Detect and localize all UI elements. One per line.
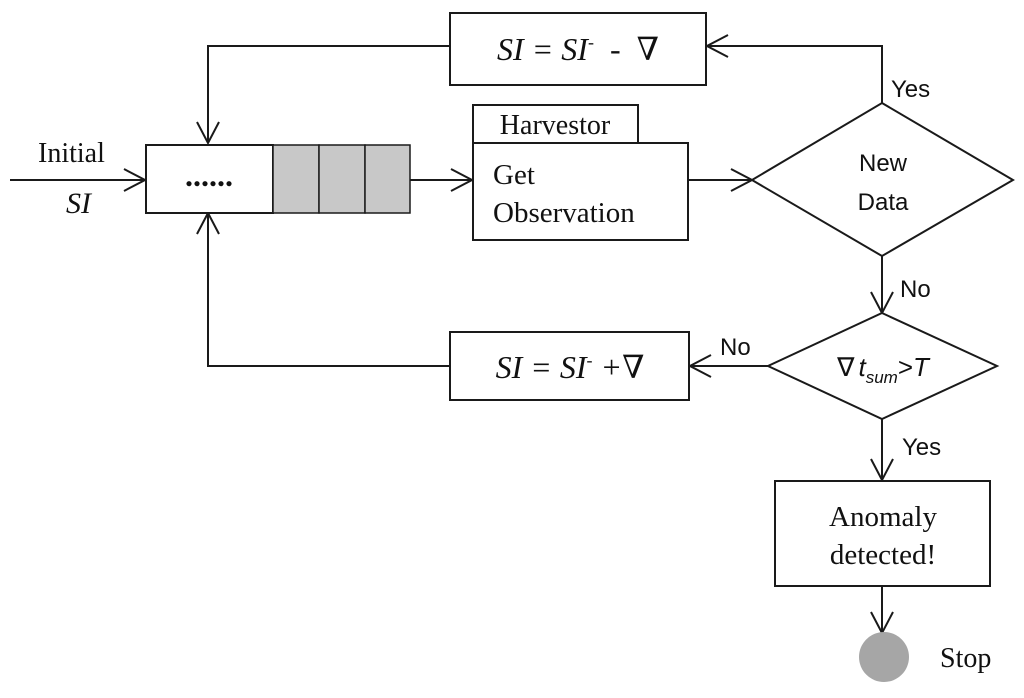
yes-label-bottom: Yes xyxy=(902,434,941,461)
new-data-decision: New Data xyxy=(750,101,1015,258)
si-decrement-block: SI = SI- - ∇ xyxy=(449,12,707,86)
get-observation-line2: Observation xyxy=(493,197,635,229)
queue-slot xyxy=(364,144,411,214)
new-data-line2: Data xyxy=(858,189,909,216)
threshold-condition: ∇tsum>T xyxy=(836,352,931,387)
yes-label-top: Yes xyxy=(891,76,930,103)
queue-slot xyxy=(272,144,320,214)
anomaly-detected-block: Anomaly detected! xyxy=(774,480,991,587)
queue-ellipsis: ...... xyxy=(185,157,233,193)
yes-to-decrement-arrow xyxy=(707,46,883,103)
decrement-to-queue-arrow xyxy=(208,45,450,143)
harvestor-label: Harvestor xyxy=(500,110,611,141)
get-observation-box xyxy=(472,142,689,241)
anomaly-line1: Anomaly xyxy=(829,501,937,533)
initial-label: Initial xyxy=(38,138,105,169)
initial-si-label: SI xyxy=(66,187,93,220)
queue-slot xyxy=(318,144,366,214)
si-decrement-box xyxy=(449,12,707,86)
anomaly-line2: detected! xyxy=(830,539,936,571)
si-increment-block: SI = SI- +∇ xyxy=(449,331,690,401)
new-data-diamond xyxy=(750,101,1015,258)
new-data-line1: New xyxy=(859,150,908,177)
threshold-decision: ∇tsum>T xyxy=(765,311,1000,421)
no-label-mid: No xyxy=(900,276,931,303)
si-queue: ...... xyxy=(145,144,411,214)
harvestor-tab xyxy=(472,104,639,144)
no-label-left: No xyxy=(720,334,751,361)
threshold-diamond xyxy=(765,311,1000,421)
stop-label: Stop xyxy=(940,643,991,674)
get-observation-line1: Get xyxy=(493,159,535,191)
si-decrement-formula: SI = SI- - ∇ xyxy=(497,31,659,67)
connectors xyxy=(10,46,882,633)
queue-main-cell xyxy=(145,144,274,214)
si-increment-box xyxy=(449,331,690,401)
si-increment-formula: SI = SI- +∇ xyxy=(496,349,645,385)
harvestor-block: Harvestor Get Observation xyxy=(472,104,689,241)
anomaly-detected-box xyxy=(774,480,991,587)
stop-node xyxy=(859,632,909,682)
increment-to-queue-arrow xyxy=(208,213,450,367)
